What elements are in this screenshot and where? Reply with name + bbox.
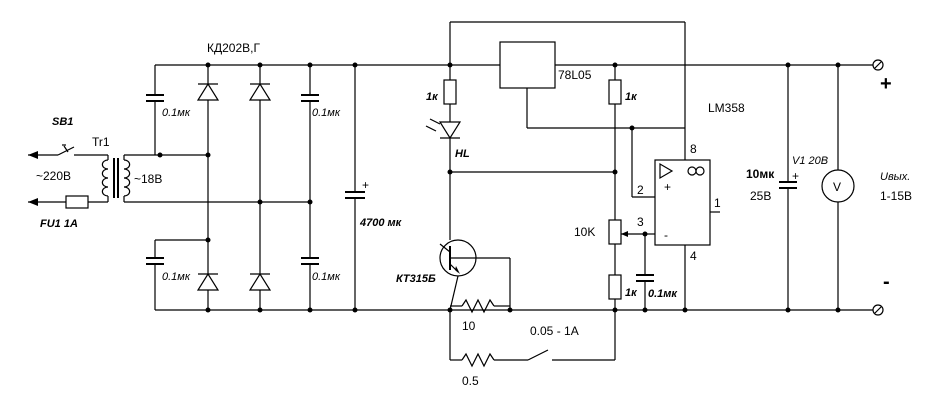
opamp-pin8: 8 [690, 142, 697, 156]
voltmeter-symbol: V [833, 180, 841, 194]
output-label: Uвых. [880, 171, 910, 183]
main-capacitor [345, 62, 365, 313]
cap-top-right-label: 0.1мк [312, 107, 341, 119]
opamp-label: LM358 [708, 101, 745, 115]
output-stage [779, 59, 884, 316]
resistor-shunt-label: 0.5 [462, 374, 479, 388]
potentiometer-label: 10K [574, 225, 595, 239]
cap-bottom-left-label: 0.1мк [162, 271, 191, 283]
output-range-label: 1-15В [880, 189, 912, 203]
cap-out-voltage-label: 25В [750, 189, 771, 203]
cap-small-label: 0.1мк [648, 288, 678, 300]
output-minus: - [883, 271, 890, 293]
voltmeter-label: V1 20В [792, 155, 828, 167]
opamp-pin4: 4 [690, 249, 697, 263]
rails [155, 21, 875, 311]
current-range-label: 0.05 - 1A [530, 324, 579, 338]
main-cap-label: 4700 мк [359, 217, 403, 229]
resistor-div-top-label: 1к [625, 91, 638, 103]
divider-branch [608, 62, 654, 360]
regulator-78l05 [499, 41, 685, 129]
bypass-capacitors [146, 62, 319, 313]
fuse-fu1 [65, 195, 89, 209]
main-cap-polarity: + [362, 178, 369, 192]
mains-voltage-label: ~220В [36, 169, 71, 183]
resistor-div-bottom-label: 1к [625, 287, 638, 299]
diode-bridge [155, 62, 272, 313]
resistor-led-label: 1к [426, 91, 439, 103]
transistor-label: КТ315Б [396, 273, 436, 285]
opamp-minus: - [664, 228, 668, 242]
cap-out-polarity: + [792, 169, 799, 183]
opamp-pin2: 2 [637, 183, 644, 197]
current-sense [447, 298, 615, 368]
led-label: HL [455, 148, 470, 160]
switch-label: SB1 [52, 116, 73, 128]
opamp-lm358 [629, 125, 720, 313]
secondary-voltage-label: ~18В [134, 172, 162, 186]
transistor-kt315b [439, 239, 511, 311]
transformer-tr1 [101, 154, 310, 203]
diode-bridge-label: КД202В,Г [207, 41, 260, 55]
opamp-plus: + [664, 180, 671, 194]
resistor-emitter-label: 10 [462, 319, 476, 333]
cap-out-value-label: 10мк [746, 167, 775, 181]
mains-input [28, 144, 109, 209]
fuse-label: FU1 1A [40, 218, 78, 230]
regulator-label: 78L05 [558, 68, 592, 82]
switch-sb1 [57, 144, 108, 156]
opamp-pin1: 1 [714, 196, 721, 210]
transformer-label: Tr1 [92, 135, 110, 149]
opamp-pin3: 3 [637, 215, 644, 229]
cap-bottom-right-label: 0.1мк [312, 271, 341, 283]
output-plus: + [880, 73, 892, 95]
cap-top-left-label: 0.1мк [162, 107, 191, 119]
led-branch [425, 62, 615, 240]
